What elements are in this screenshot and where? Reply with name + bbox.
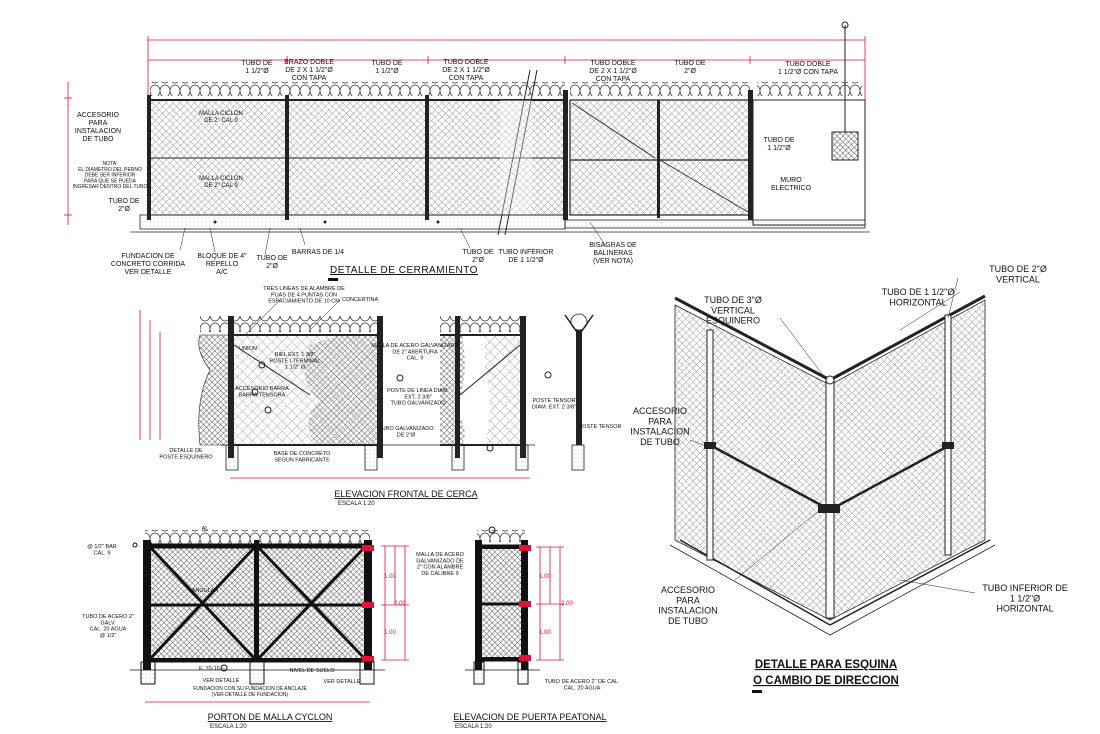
porton-scale: ESCALA 1:20 [210, 724, 247, 730]
porton-label-verdetalle: VER DETALLE [203, 678, 240, 684]
elevacion-frontal-drawing [139, 299, 594, 479]
porton-label-nivel: NIVEL DE SUELO [289, 668, 335, 674]
porton-label-fundacion: FUNDACION CON SU FUNDACION DE ANCLAJE(VE… [193, 686, 307, 698]
puerta-scale: ESCALA 1:20 [455, 724, 492, 730]
puerta-dim-1: 2.00 [561, 601, 573, 607]
porton-label-tubo: TUBO DE ACERO 2"GALV.CAL. 20 AGUA@ 1/2" [82, 614, 134, 639]
cerr-label-barras: BARRAS DE 1/4 [292, 249, 344, 256]
porton-label-top: AL [202, 526, 209, 532]
porton-label-left: E. 70-16 ─ [199, 666, 225, 672]
porton-label-mid: ANGULAR [192, 588, 219, 594]
cerramiento-elevation [64, 21, 870, 256]
porton-dim-2: 1.00 [384, 630, 396, 636]
puerta-title: ELEVACION DE PUERTA PEATONAL [453, 712, 606, 722]
porton-dim-1: 2.00 [394, 601, 406, 607]
esquina-drawing [669, 277, 996, 693]
puerta-dim-0: 1.00 [539, 574, 551, 580]
elev-label-poste: POSTE DE LINEA DIAM.EXT. 2 3/8"TUBO GALV… [387, 388, 449, 407]
cerramiento-title: DETALLE DE CERRAMIENTO [330, 265, 478, 276]
elev-label-concertina: CONCERTINA [342, 297, 379, 303]
porton-label-verdetalle-b: VER DETALLE [324, 679, 361, 685]
esq-title-2: O CAMBIO DE DIRECCION [753, 675, 899, 687]
elev-label-union: UNION [239, 346, 257, 352]
porton-drawing [130, 530, 409, 703]
esq-title-1: DETALLE PARA ESQUINA [755, 659, 897, 671]
elev-title: ELEVACION FRONTAL DE CERCA [334, 489, 477, 499]
elev-label-postetensor-b: POSTE TENSOR [579, 424, 622, 430]
puerta-dim-2: 1.00 [539, 630, 551, 636]
porton-dim-0: 1.00 [384, 574, 396, 580]
porton-title: PORTON DE MALLA CYCLON [208, 712, 333, 722]
puerta-drawing [465, 526, 564, 685]
elev-scale: ESCALA 1:20 [338, 501, 375, 507]
puerta-label-tubo: TUBO DE ACERO 2" DE CAL.CAL. 20 AGUA [545, 679, 620, 691]
